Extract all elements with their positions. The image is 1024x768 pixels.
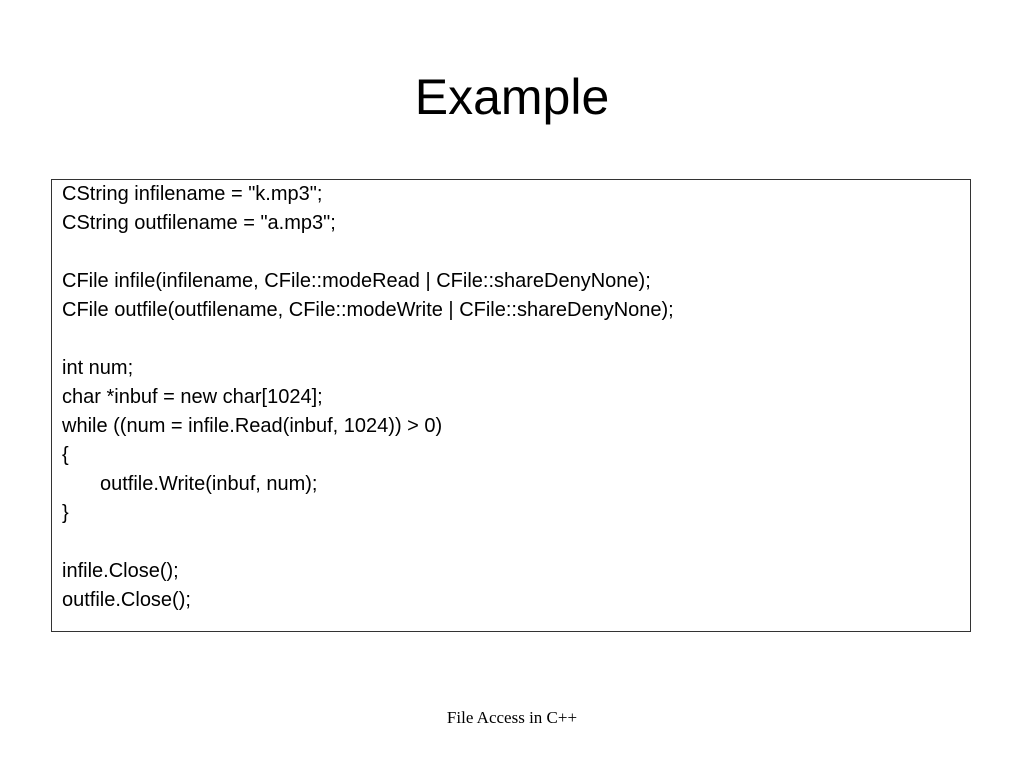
code-line: CFile infile(infilename, CFile::modeRead… — [62, 270, 651, 292]
slide-title: Example — [414, 69, 610, 125]
code-line: CString outfilename = "a.mp3"; — [62, 212, 336, 234]
code-line-blank — [62, 528, 674, 557]
code-line-blank — [62, 238, 674, 267]
slide-footer: File Access in C++ — [446, 708, 578, 727]
code-line-blank — [62, 325, 674, 354]
code-line: outfile.Close(); — [62, 589, 191, 611]
code-line: outfile.Write(inbuf, num); — [100, 473, 318, 495]
code-lines: CString infilename = "k.mp3"; CString ou… — [62, 180, 674, 615]
code-line: infile.Close(); — [62, 560, 179, 582]
code-line: while ((num = infile.Read(inbuf, 1024)) … — [62, 415, 443, 437]
code-line: { — [62, 444, 69, 466]
code-line: CString infilename = "k.mp3"; — [62, 183, 323, 205]
code-line: CFile outfile(outfilename, CFile::modeWr… — [62, 299, 674, 321]
code-line: char *inbuf = new char[1024]; — [62, 386, 323, 408]
code-line: } — [62, 502, 69, 524]
code-line: int num; — [62, 357, 134, 379]
code-block: CString infilename = "k.mp3"; CString ou… — [51, 179, 971, 632]
